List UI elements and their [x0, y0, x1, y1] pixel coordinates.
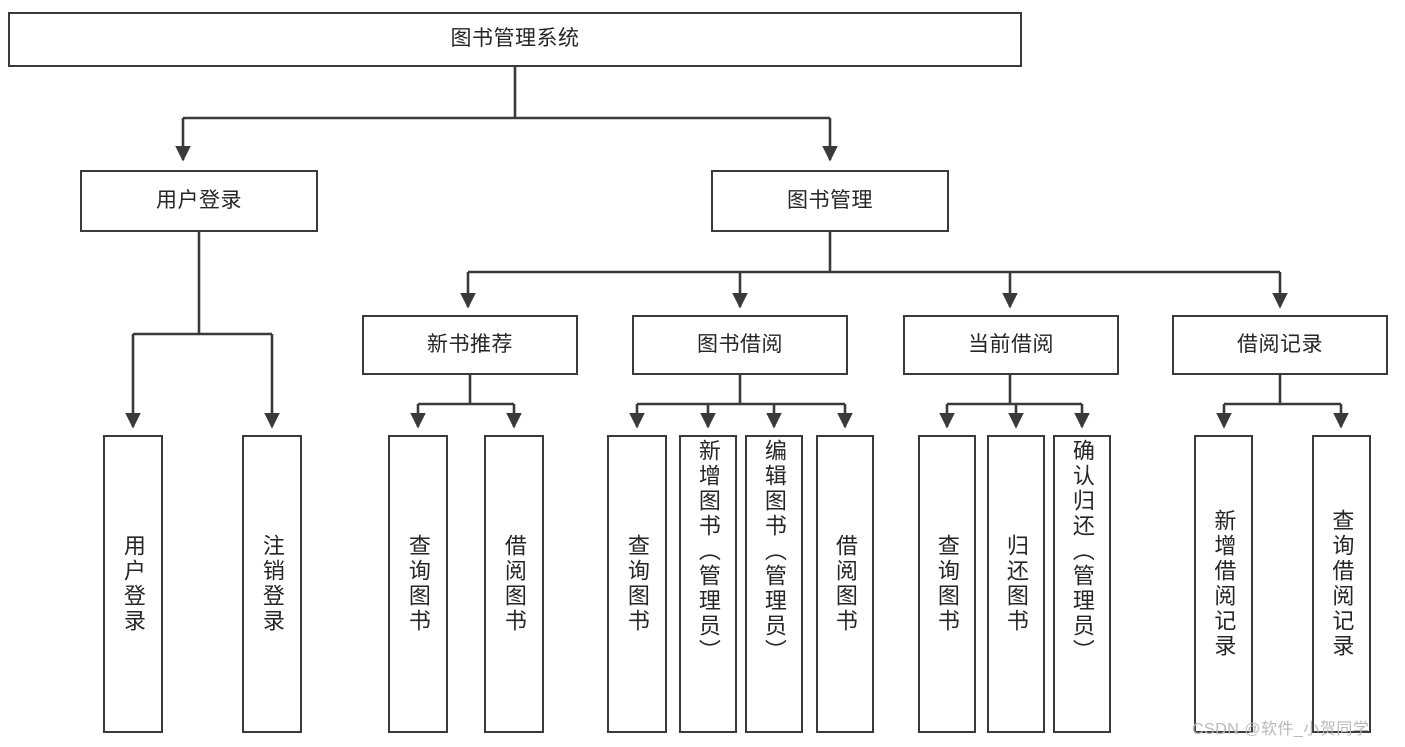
- leaf-query-book-2[interactable]: 查询图书: [607, 435, 667, 733]
- leaf-add-book[interactable]: 新增图书（管理员）: [679, 435, 737, 733]
- leaf-query-record-label: 查询借阅记录: [1329, 509, 1355, 659]
- leaf-return-book[interactable]: 归还图书: [987, 435, 1045, 733]
- leaf-query-book-3-label: 查询图书: [934, 534, 960, 634]
- leaf-logout-label: 注销登录: [259, 534, 285, 634]
- leaf-borrow-book-2[interactable]: 借阅图书: [816, 435, 874, 733]
- leaf-user-login[interactable]: 用户登录: [103, 435, 163, 733]
- node-current-borrow[interactable]: 当前借阅: [903, 315, 1119, 375]
- node-borrow-record-label: 借阅记录: [1237, 332, 1323, 356]
- leaf-borrow-book-2-label: 借阅图书: [832, 534, 858, 634]
- leaf-add-record-label: 新增借阅记录: [1211, 509, 1237, 659]
- leaf-query-book-1[interactable]: 查询图书: [388, 435, 448, 733]
- node-root[interactable]: 图书管理系统: [8, 12, 1022, 67]
- leaf-query-record[interactable]: 查询借阅记录: [1312, 435, 1371, 733]
- node-borrow-record[interactable]: 借阅记录: [1172, 315, 1388, 375]
- node-new-book-recommend-label: 新书推荐: [427, 332, 513, 356]
- node-book-borrow-label: 图书借阅: [697, 332, 783, 356]
- leaf-logout[interactable]: 注销登录: [242, 435, 302, 733]
- node-user-login[interactable]: 用户登录: [80, 170, 318, 232]
- leaf-borrow-book-1[interactable]: 借阅图书: [484, 435, 544, 733]
- node-user-login-label: 用户登录: [156, 188, 242, 212]
- node-new-book-recommend[interactable]: 新书推荐: [362, 315, 578, 375]
- leaf-user-login-label: 用户登录: [120, 534, 146, 634]
- leaf-edit-book[interactable]: 编辑图书（管理员）: [745, 435, 803, 733]
- leaf-query-book-3[interactable]: 查询图书: [918, 435, 976, 733]
- leaf-confirm-return-label: 确认归还（管理员）: [1069, 439, 1095, 664]
- leaf-return-book-label: 归还图书: [1003, 534, 1029, 634]
- leaf-edit-book-label: 编辑图书（管理员）: [761, 439, 787, 664]
- leaf-add-book-label: 新增图书（管理员）: [695, 439, 721, 664]
- leaf-query-book-1-label: 查询图书: [405, 534, 431, 634]
- leaf-add-record[interactable]: 新增借阅记录: [1194, 435, 1253, 733]
- node-current-borrow-label: 当前借阅: [968, 332, 1054, 356]
- leaf-query-book-2-label: 查询图书: [624, 534, 650, 634]
- leaf-confirm-return[interactable]: 确认归还（管理员）: [1053, 435, 1111, 733]
- node-book-manage-label: 图书管理: [787, 188, 873, 212]
- leaf-borrow-book-1-label: 借阅图书: [501, 534, 527, 634]
- node-book-manage[interactable]: 图书管理: [711, 170, 949, 232]
- csdn-watermark: CSDN @软件_小贺同学: [1192, 721, 1370, 738]
- node-root-label: 图书管理系统: [450, 27, 580, 51]
- node-book-borrow[interactable]: 图书借阅: [632, 315, 848, 375]
